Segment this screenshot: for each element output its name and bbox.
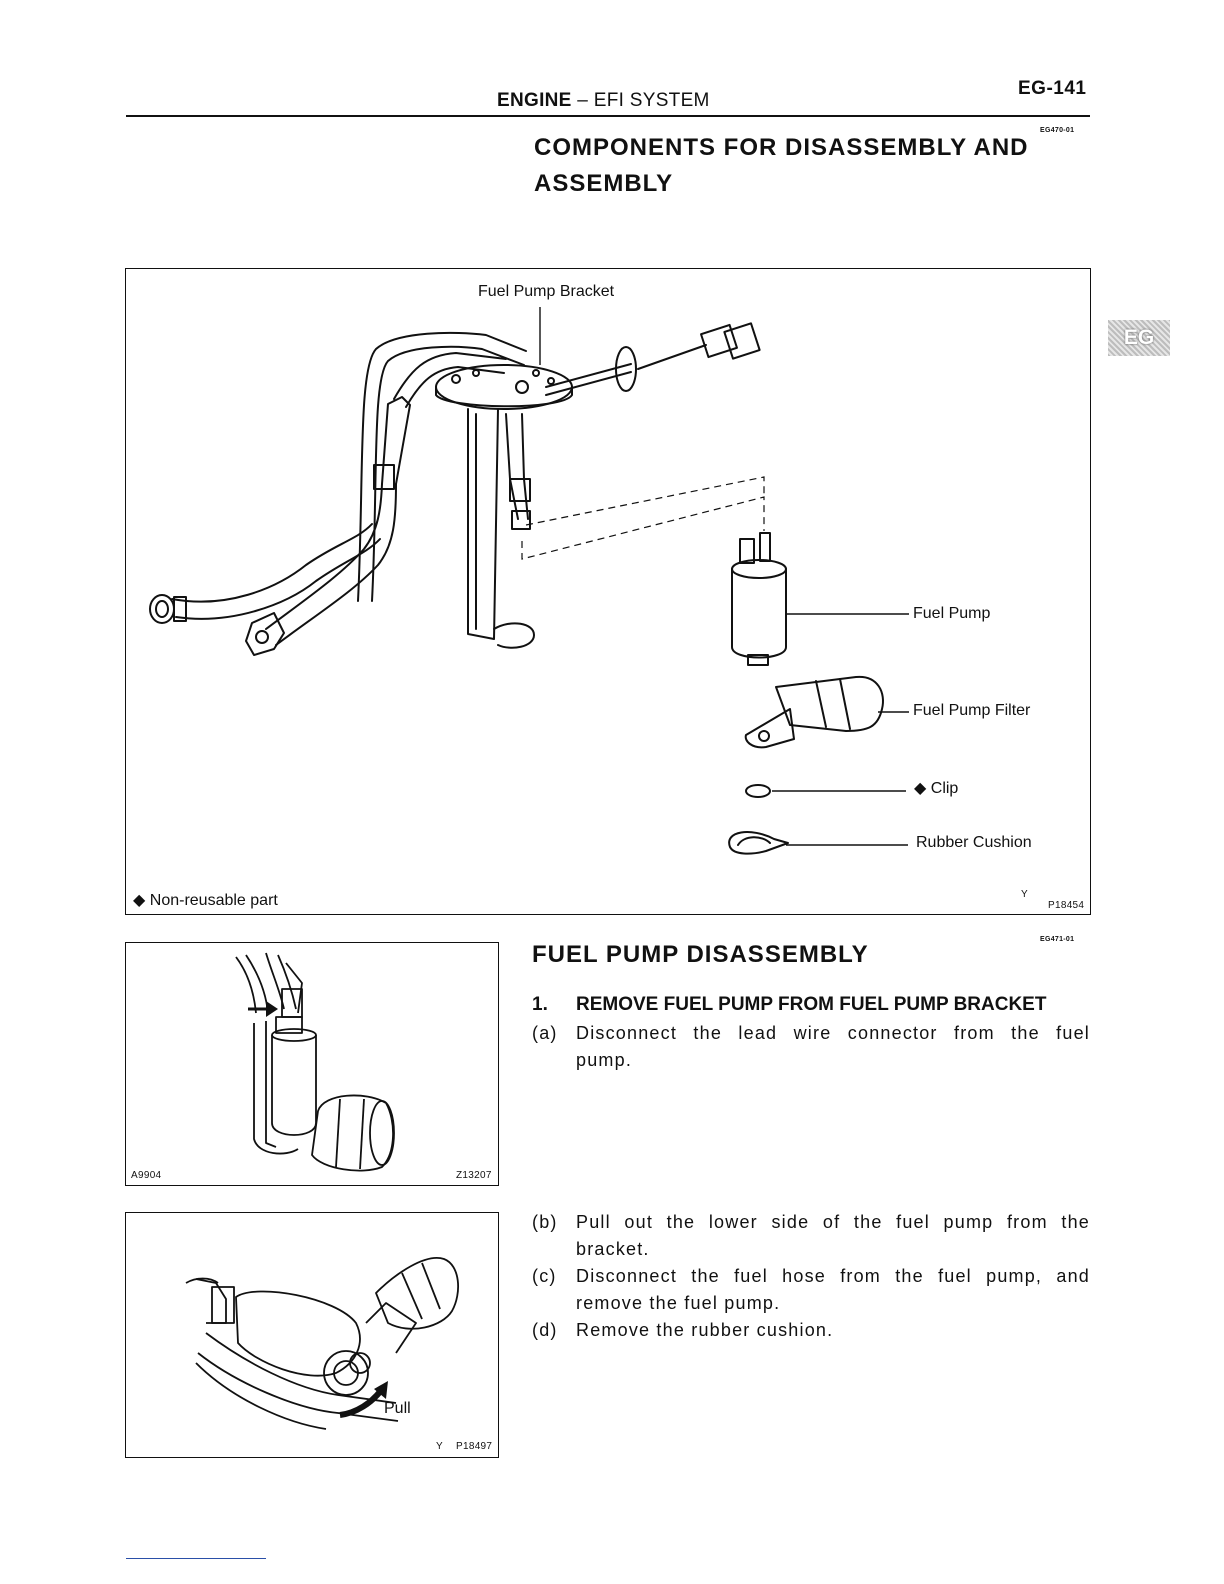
components-title-line2: ASSEMBLY (534, 170, 674, 197)
step-1bcd: (b) Pull out the lower side of the fuel p… (532, 1209, 1090, 1344)
figure-disconnect-connector: A9904 Z13207 (125, 942, 499, 1186)
step-1: 1. REMOVE FUEL PUMP FROM FUEL PUMP BRACKE… (532, 994, 1092, 1016)
step-1-text: REMOVE FUEL PUMP FROM FUEL PUMP BRACKET (576, 994, 1047, 1015)
step-1a-key: (a) (532, 1023, 558, 1043)
step-1b-line2: bracket. (576, 1239, 650, 1259)
step-1-number: 1. (532, 994, 548, 1015)
footer-rule (126, 1558, 266, 1559)
legend-diamond-icon: ◆ (133, 892, 146, 909)
step-1c-line1: Disconnect the fuel hose from the fuel p… (576, 1266, 1090, 1286)
figure2-right-code: Z13207 (456, 1170, 492, 1181)
label-fuel-pump-bracket: Fuel Pump Bracket (478, 283, 615, 300)
label-clip: ◆ Clip (914, 778, 958, 798)
figure-y-mark: Y (1021, 889, 1028, 900)
figure2-left-code: A9904 (131, 1170, 162, 1181)
components-title-line1: COMPONENTS FOR DISASSEMBLY AND (534, 134, 1029, 161)
legend-text: Non-reusable part (149, 892, 278, 909)
step-1a: (a) Disconnect the lead wire connector fr… (532, 1020, 1090, 1074)
header-rule (126, 115, 1090, 117)
figure3-code: P18497 (456, 1441, 493, 1452)
non-reusable-diamond-icon: ◆ (914, 780, 927, 797)
components-title: COMPONENTS FOR DISASSEMBLY AND ASSEMBLY (534, 130, 1029, 202)
step-1c-key: (c) (532, 1266, 557, 1286)
disassembly-title: FUEL PUMP DISASSEMBLY (532, 941, 869, 968)
header-dash: – (577, 90, 589, 111)
legend-non-reusable: ◆ Non-reusable part (133, 890, 278, 910)
pull-label: Pull (384, 1400, 411, 1417)
components-figure: Fuel Pump Bracket Fuel Pump Fuel Pump Fi… (125, 268, 1091, 915)
label-fuel-pump-filter: Fuel Pump Filter (913, 702, 1031, 719)
running-header: ENGINE – EFI SYSTEM (497, 90, 710, 112)
step-1b-line1: Pull out the lower side of the fuel pump… (576, 1212, 1090, 1232)
components-illustration (149, 307, 909, 855)
label-fuel-pump: Fuel Pump (913, 605, 991, 622)
disconnect-illustration (235, 952, 395, 1172)
step-1d-key: (d) (532, 1320, 558, 1340)
section-tab: EG (1108, 320, 1170, 356)
step-1a-line2: pump. (576, 1050, 633, 1070)
components-code: EG470-01 (1040, 127, 1075, 134)
step-1d-line1: Remove the rubber cushion. (576, 1320, 834, 1340)
header-section: ENGINE (497, 90, 572, 111)
page-number: EG-141 (1018, 78, 1087, 99)
step-1a-line1: Disconnect the lead wire connector from … (576, 1023, 1090, 1043)
figure3-y-mark: Y (436, 1441, 443, 1452)
label-clip-text: Clip (930, 780, 959, 797)
label-rubber-cushion: Rubber Cushion (916, 834, 1032, 851)
figure-code: P18454 (1048, 900, 1085, 911)
header-subsection: EFI SYSTEM (593, 90, 710, 111)
disassembly-code: EG471-01 (1040, 936, 1075, 943)
step-1b-key: (b) (532, 1212, 558, 1232)
step-1c-line2: remove the fuel pump. (576, 1293, 781, 1313)
pull-out-illustration (185, 1257, 459, 1430)
figure-pull-out-pump: Pull Y P18497 (125, 1212, 499, 1458)
